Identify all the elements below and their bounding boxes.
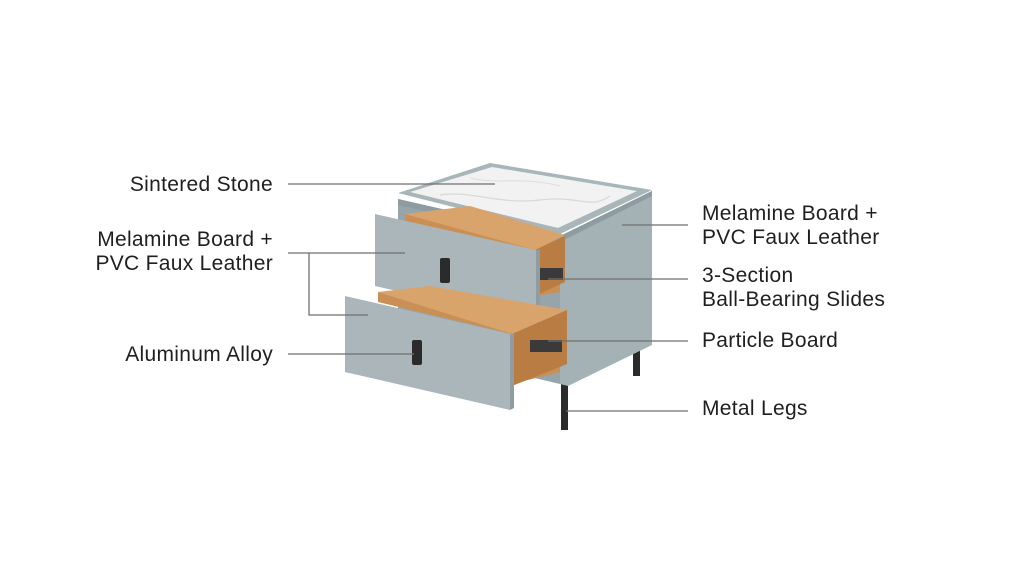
upper-drawer-interior-wall bbox=[535, 236, 565, 296]
upper-drawer-inside bbox=[405, 206, 565, 250]
marble-vein bbox=[469, 177, 561, 187]
label-text: 3-Section bbox=[702, 264, 794, 287]
cabinet-side-panel bbox=[560, 191, 652, 386]
label-metal-legs: Metal Legs bbox=[702, 397, 808, 421]
marble-vein bbox=[439, 193, 611, 203]
leader-line-melamine-left-branch bbox=[308, 253, 368, 316]
upper-drawer-slide bbox=[537, 268, 563, 280]
label-text: Sintered Stone bbox=[129, 173, 273, 196]
label-melamine-board-left: Melamine Board + PVC Faux Leather bbox=[95, 228, 273, 276]
label-melamine-board-right: Melamine Board + PVC Faux Leather bbox=[702, 202, 880, 250]
marble-surface bbox=[410, 167, 637, 228]
lower-drawer-slide bbox=[530, 340, 562, 352]
front-leg bbox=[561, 380, 568, 430]
label-particle-board: Particle Board bbox=[702, 329, 838, 353]
label-text: Ball-Bearing Slides bbox=[702, 288, 886, 311]
label-aluminum-alloy: Aluminum Alloy bbox=[125, 343, 273, 367]
lower-drawer-front bbox=[345, 296, 510, 410]
lower-drawer-handle bbox=[412, 340, 422, 365]
label-text: PVC Faux Leather bbox=[702, 226, 880, 249]
label-sintered-stone: Sintered Stone bbox=[130, 173, 273, 197]
label-ball-bearing-slides: 3-Section Ball-Bearing Slides bbox=[702, 264, 885, 312]
label-text: Particle Board bbox=[702, 329, 839, 352]
lower-drawer-front-edge bbox=[510, 333, 514, 410]
label-text: Melamine Board + bbox=[97, 228, 273, 251]
lower-drawer-inside bbox=[378, 286, 567, 334]
upper-drawer-front-edge bbox=[536, 249, 540, 322]
upper-drawer-handle bbox=[440, 258, 450, 283]
label-text: Metal Legs bbox=[702, 397, 808, 420]
back-leg bbox=[633, 336, 640, 376]
label-text: Melamine Board + bbox=[702, 202, 878, 225]
label-text: Aluminum Alloy bbox=[125, 343, 273, 366]
label-text: PVC Faux Leather bbox=[95, 252, 273, 275]
leader-lines bbox=[288, 183, 688, 412]
